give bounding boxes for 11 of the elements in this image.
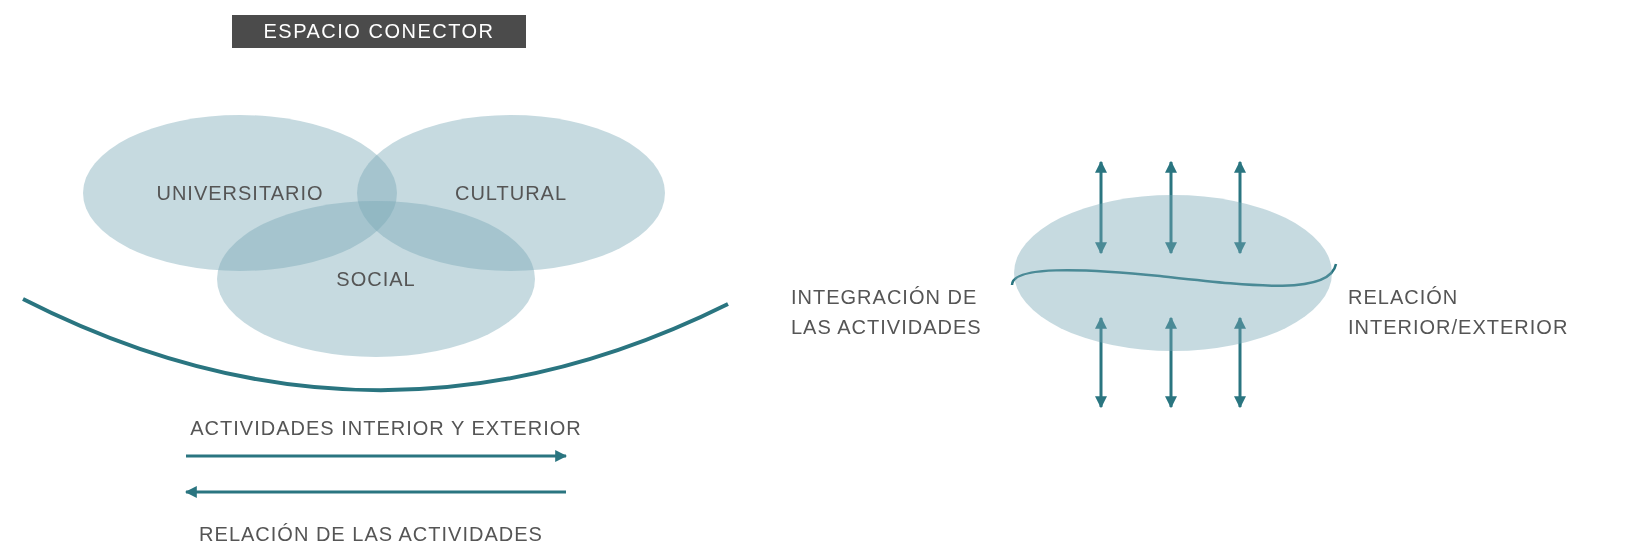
ellipse-label: CULTURAL: [454, 181, 568, 205]
caption-text: RELACIÓN INTERIOR/EXTERIOR: [1348, 286, 1569, 338]
title-banner: ESPACIO CONECTOR: [232, 15, 526, 48]
ellipse: [357, 115, 665, 271]
ellipse: [217, 201, 535, 357]
ellipse: [1014, 195, 1332, 351]
caption-text: INTEGRACIÓN DE LAS ACTIVIDADES: [791, 286, 982, 338]
caption-text: RELACIÓN DE LAS ACTIVIDADES: [199, 523, 543, 545]
ellipse-label: UNIVERSITARIO: [156, 181, 324, 205]
caption-text: ACTIVIDADES INTERIOR Y EXTERIOR: [190, 417, 582, 439]
ellipse-label: SOCIAL: [336, 267, 416, 291]
